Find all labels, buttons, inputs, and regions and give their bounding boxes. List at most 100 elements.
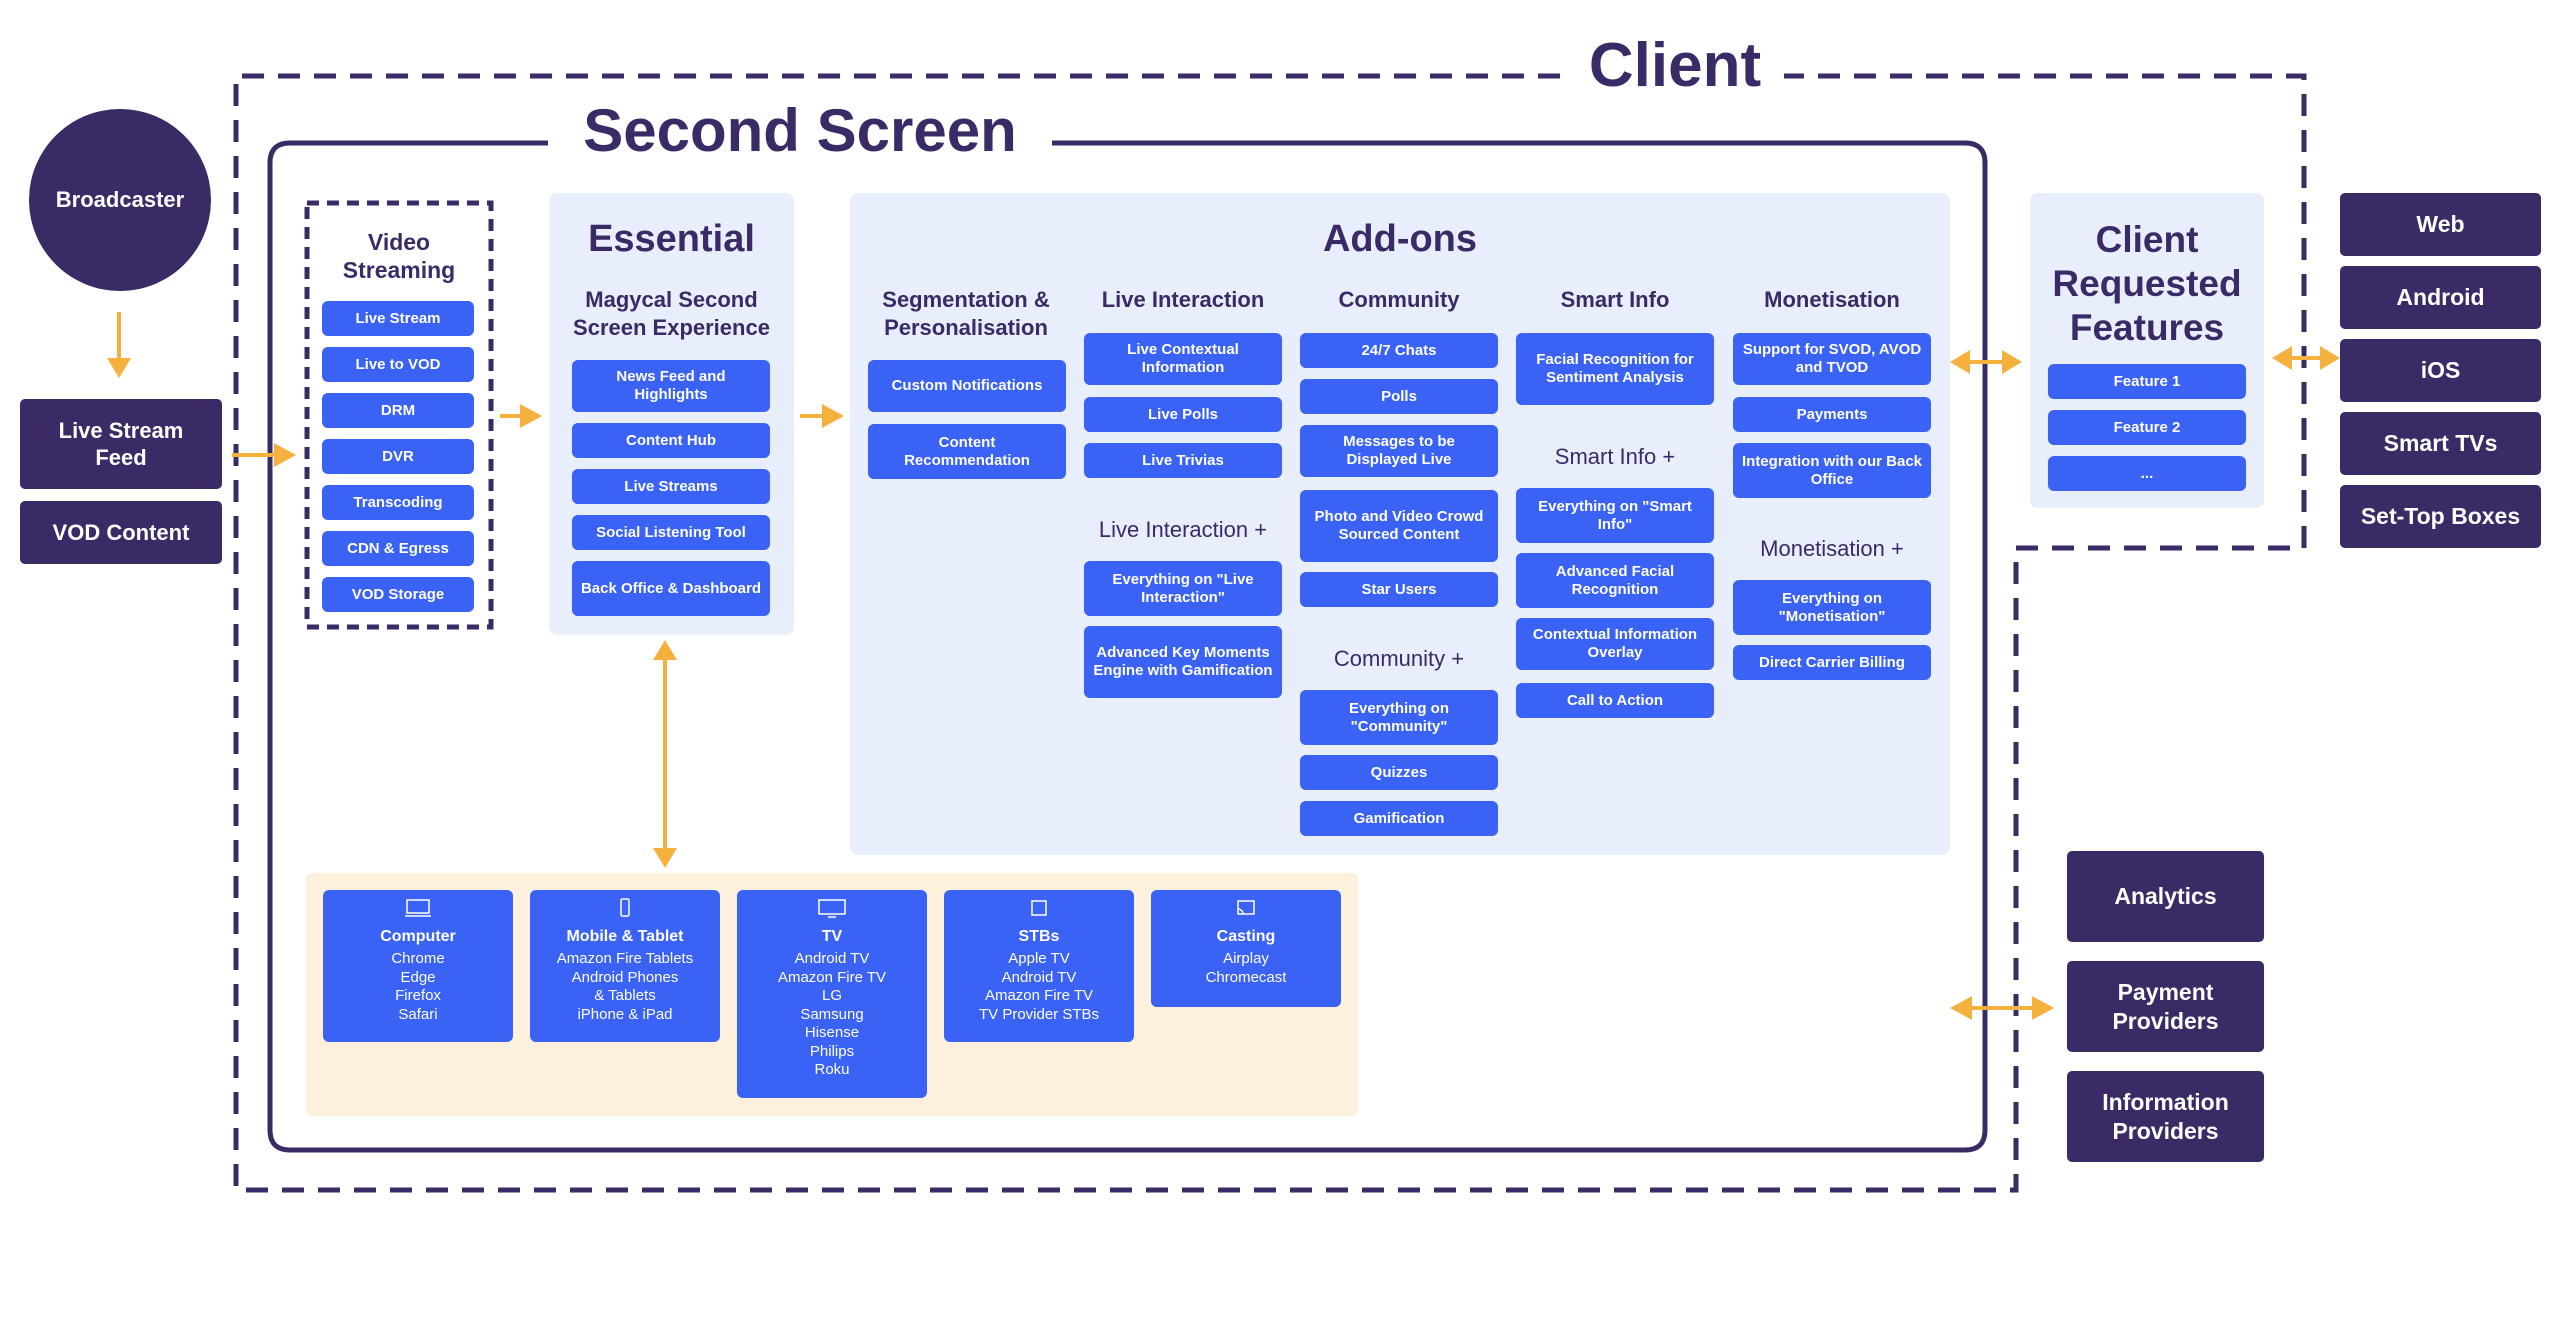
- device-item: Amazon Fire Tablets: [556, 950, 694, 967]
- monetisation-plus-item: Direct Carrier Billing: [1733, 645, 1931, 680]
- community-title: Community: [1338, 287, 1460, 312]
- device-title: TV: [821, 928, 843, 945]
- segmentation-item: Content Recommendation: [868, 424, 1066, 479]
- live-interaction-item: Live Polls: [1084, 397, 1282, 432]
- provider-payment-providers: Payment Providers: [2067, 961, 2264, 1052]
- essential-title: Essential: [588, 218, 755, 260]
- tv-icon: [737, 898, 927, 918]
- device-title: STBs: [1018, 928, 1060, 945]
- device-item: Firefox: [395, 987, 441, 1004]
- live-interaction-plus-item: Advanced Key Moments Engine with Gamific…: [1084, 626, 1282, 698]
- community-item: 24/7 Chats: [1300, 333, 1498, 368]
- live-interaction-title: Live Interaction: [1101, 287, 1265, 312]
- community-plus-title: Community +: [1333, 646, 1465, 671]
- live-interaction-plus-item: Everything on "Live Interaction": [1084, 561, 1282, 616]
- live-stream-feed-node: Live Stream Feed: [20, 399, 222, 489]
- device-title: Casting: [1216, 928, 1276, 945]
- community-item: Polls: [1300, 379, 1498, 414]
- smart-info-plus-item: Contextual Information Overlay: [1516, 618, 1714, 670]
- mobile-icon: [530, 898, 720, 918]
- monetisation-plus-title: Monetisation +: [1760, 536, 1904, 561]
- device-item: Android Phones: [571, 968, 679, 986]
- second-screen-title: Second Screen: [555, 96, 1045, 165]
- live-interaction-item: Live Contextual Information: [1084, 333, 1282, 385]
- monetisation-title: Monetisation: [1764, 287, 1900, 312]
- monetisation-item: Support for SVOD, AVOD and TVOD: [1733, 333, 1931, 385]
- device-item: Amazon Fire TV: [984, 987, 1094, 1004]
- essential-item: Back Office & Dashboard: [572, 561, 770, 616]
- community-plus-item: Gamification: [1300, 801, 1498, 836]
- provider-analytics: Analytics: [2067, 851, 2264, 942]
- client-requested-panel: [2030, 193, 2264, 508]
- platform-set-top-boxes: Set-Top Boxes: [2340, 485, 2541, 548]
- device-item: Chrome: [391, 950, 445, 967]
- device-item: Safari: [398, 1005, 438, 1023]
- stb-icon: [944, 898, 1134, 918]
- device-item: Airplay: [1223, 950, 1269, 967]
- device-item: Amazon Fire TV: [777, 968, 887, 986]
- device-item: Edge: [400, 968, 436, 986]
- platform-ios: iOS: [2340, 339, 2541, 402]
- cast-icon: [1151, 898, 1341, 918]
- community-item: Photo and Video Crowd Sourced Content: [1300, 490, 1498, 562]
- video-streaming-item: DVR: [322, 439, 474, 474]
- platform-web: Web: [2340, 193, 2541, 256]
- video-streaming-item: Live to VOD: [322, 347, 474, 382]
- device-item: Roku: [814, 1061, 850, 1078]
- provider-information-providers: Information Providers: [2067, 1071, 2264, 1162]
- device-item: Android TV: [1001, 968, 1077, 986]
- monetisation-plus-item: Everything on "Monetisation": [1733, 580, 1931, 635]
- community-plus-item: Quizzes: [1300, 755, 1498, 790]
- smart-info-plus-title: Smart Info +: [1554, 444, 1676, 469]
- client-feature-item: ...: [2048, 456, 2246, 491]
- client-requested-title: Client Requested Features: [2052, 219, 2242, 348]
- device-item: TV Provider STBs: [978, 1005, 1100, 1023]
- device-item: Samsung: [800, 1005, 864, 1023]
- segmentation-item: Custom Notifications: [868, 360, 1066, 412]
- essential-item: Content Hub: [572, 423, 770, 458]
- video-streaming-item: DRM: [322, 393, 474, 428]
- broadcaster-node: Broadcaster: [29, 109, 211, 291]
- monetisation-item: Payments: [1733, 397, 1931, 432]
- essential-item: Social Listening Tool: [572, 515, 770, 550]
- smart-info-title: Smart Info: [1560, 287, 1670, 312]
- device-item: Android TV: [794, 950, 870, 967]
- essential-item: Live Streams: [572, 469, 770, 504]
- device-title: Mobile & Tablet: [566, 928, 684, 945]
- vod-content-node: VOD Content: [20, 501, 222, 564]
- essential-item: News Feed and Highlights: [572, 360, 770, 412]
- device-title: Computer: [380, 928, 456, 945]
- smart-info-plus-item: Advanced Facial Recognition: [1516, 553, 1714, 608]
- device-item: & Tablets: [594, 987, 656, 1004]
- platform-smart-tvs: Smart TVs: [2340, 412, 2541, 475]
- device-item: Philips: [809, 1042, 855, 1060]
- essential-subtitle: Magycal Second Screen Experience: [573, 287, 770, 340]
- client-feature-item: Feature 1: [2048, 364, 2246, 399]
- video-streaming-item: Transcoding: [322, 485, 474, 520]
- client-boundary: [233, 73, 2307, 1193]
- live-interaction-plus-title: Live Interaction +: [1098, 517, 1268, 542]
- smart-info-plus-item: Call to Action: [1516, 683, 1714, 718]
- computer-icon: [323, 898, 513, 918]
- community-item: Messages to be Displayed Live: [1300, 425, 1498, 477]
- device-item: Chromecast: [1205, 968, 1287, 986]
- device-item: Hisense: [804, 1024, 860, 1041]
- client-feature-item: Feature 2: [2048, 410, 2246, 445]
- client-title: Client: [1570, 30, 1780, 101]
- community-item: Star Users: [1300, 572, 1498, 607]
- device-item: LG: [821, 987, 842, 1004]
- monetisation-item: Integration with our Back Office: [1733, 443, 1931, 498]
- video-streaming-boundary: [304, 200, 494, 630]
- addons-title: Add-ons: [1322, 218, 1478, 260]
- platform-android: Android: [2340, 266, 2541, 329]
